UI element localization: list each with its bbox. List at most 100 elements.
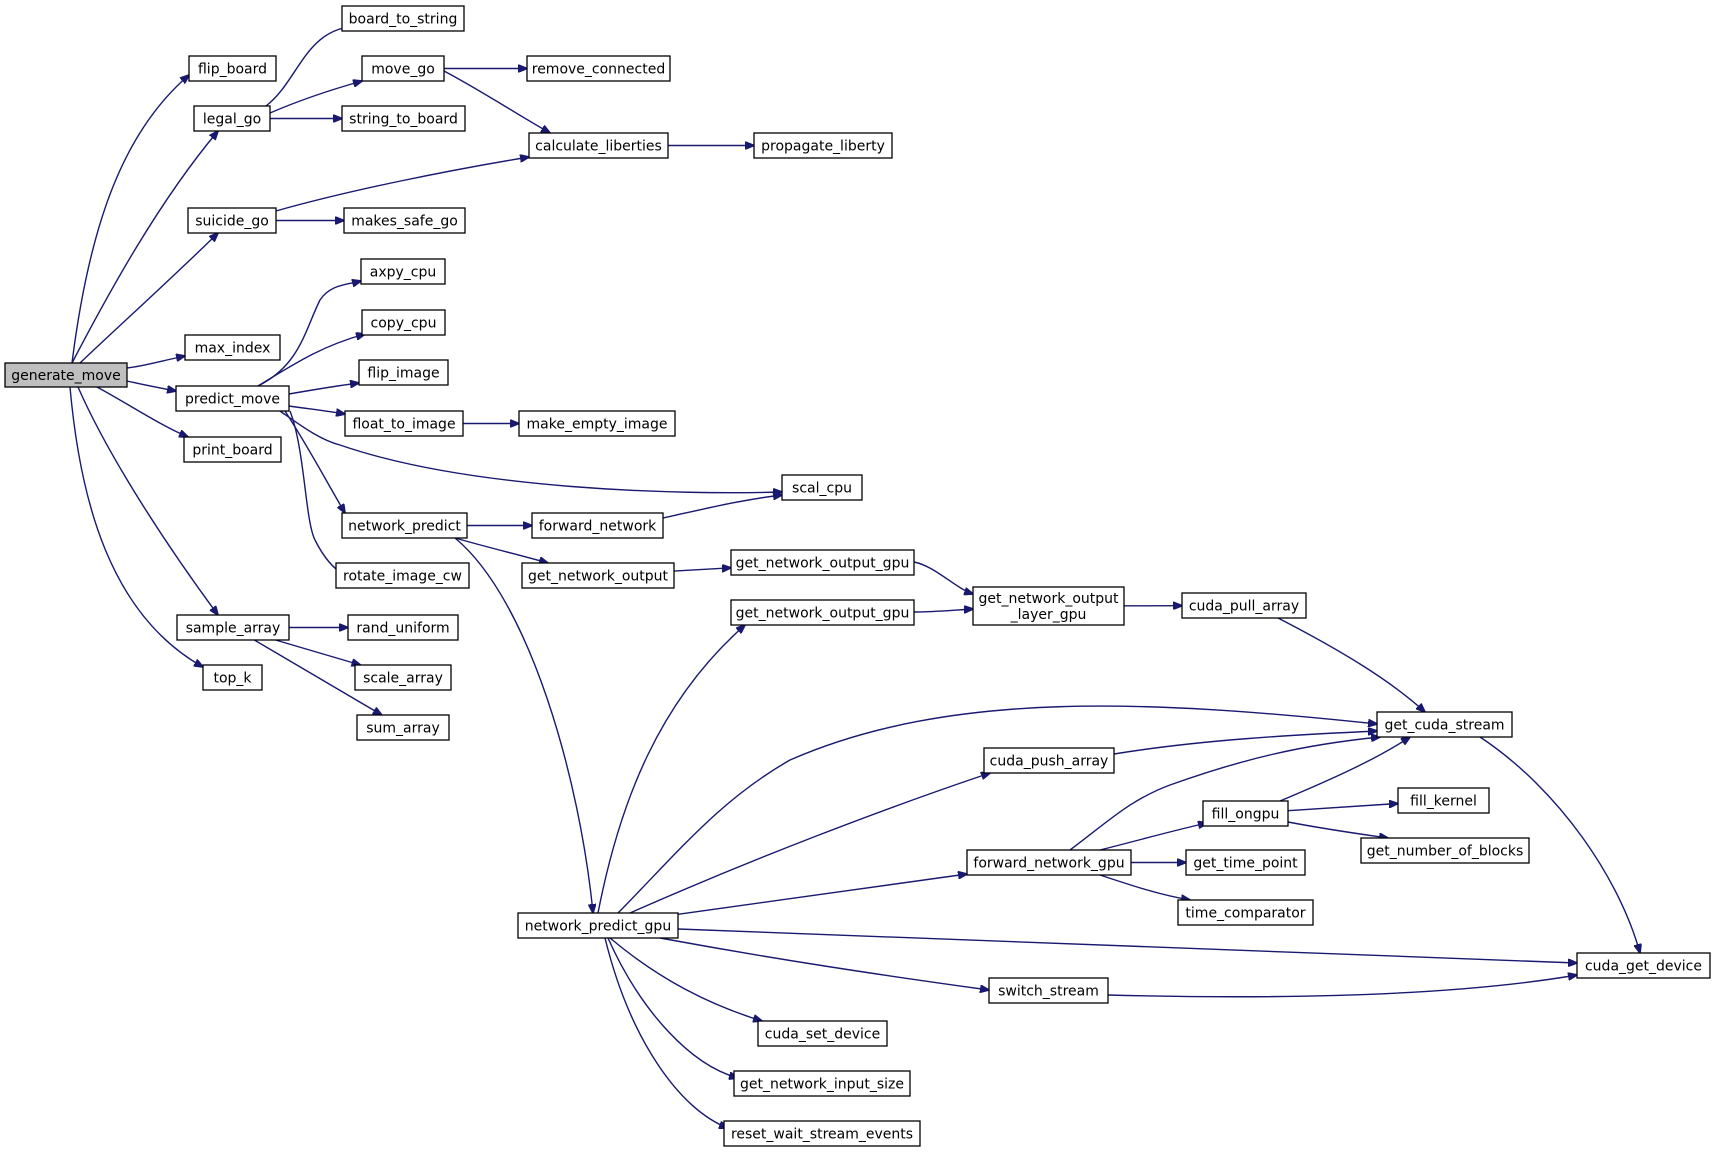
edge-network_predict-to-get_network_output	[454, 537, 548, 563]
node-get-time-point[interactable]: get_time_point	[1185, 849, 1306, 876]
node-label: copy_cpu	[371, 316, 437, 332]
node-box	[518, 410, 676, 437]
node-rotate-image-cw[interactable]: rotate_image_cw	[335, 562, 470, 589]
node-get-network-output-gpu[interactable]: get_network_output_gpu	[730, 549, 915, 576]
node-reset-wait-stream-events[interactable]: reset_wait_stream_events	[723, 1120, 921, 1147]
node-get-number-of-blocks[interactable]: get_number_of_blocks	[1360, 837, 1530, 864]
edge-network_predict_gpu-to-get_cuda_stream	[617, 705, 1377, 914]
node-label: forward_network	[539, 519, 657, 535]
node-forward-network-gpu[interactable]: forward_network_gpu	[966, 849, 1132, 876]
node-box	[972, 586, 1125, 626]
node-scal-cpu[interactable]: scal_cpu	[781, 474, 863, 501]
node-label: reset_wait_stream_events	[731, 1127, 913, 1143]
node-label: remove_connected	[532, 62, 665, 78]
node-top-k[interactable]: top_k	[202, 664, 263, 691]
node-move-go[interactable]: move_go	[361, 55, 445, 82]
node-box	[356, 714, 450, 741]
edge-sample_array-to-scale_array	[275, 639, 361, 665]
node-box	[517, 912, 679, 939]
node-predict-move[interactable]: predict_move	[175, 385, 290, 412]
node-cuda-set-device[interactable]: cuda_set_device	[757, 1020, 888, 1047]
edge-get_network_output_gpu_1-to-get_network_output_layer_gpu	[913, 561, 973, 594]
edge-predict_move-to-scal_cpu	[279, 410, 782, 493]
edge-generate_move-to-print_board	[96, 386, 188, 437]
node-box	[175, 385, 290, 412]
node-box	[730, 599, 915, 626]
edge-fill_ongpu-to-get_cuda_stream	[1279, 737, 1410, 802]
node-print-board[interactable]: print_board	[183, 436, 282, 463]
node-box	[344, 410, 464, 437]
node-float-to-image[interactable]: float_to_image	[344, 410, 464, 437]
node-network-predict[interactable]: network_predict	[341, 512, 468, 539]
node-flip-image[interactable]: flip_image	[358, 359, 449, 386]
node-cuda-push-array[interactable]: cuda_push_array	[983, 747, 1115, 774]
node-box	[966, 849, 1132, 876]
node-flip-board[interactable]: flip_board	[188, 55, 277, 82]
node-get-cuda-stream[interactable]: get_cuda_stream	[1376, 711, 1513, 738]
node-label: sum_array	[366, 721, 440, 737]
node-cuda-get-device[interactable]: cuda_get_device	[1576, 952, 1711, 979]
node-cuda-pull-array[interactable]: cuda_pull_array	[1181, 592, 1307, 619]
node-suicide-go[interactable]: suicide_go	[187, 207, 277, 234]
node-label: get_cuda_stream	[1384, 718, 1504, 734]
node-remove-connected[interactable]: remove_connected	[526, 55, 671, 82]
node-legal-go[interactable]: legal_go	[193, 105, 271, 132]
node-box	[184, 334, 281, 361]
node-label: axpy_cpu	[370, 265, 437, 281]
node-label: max_index	[195, 341, 271, 357]
edge-generate_move-to-suicide_go	[79, 233, 218, 364]
node-label: cuda_pull_array	[1189, 599, 1299, 615]
node-label: _layer_gpu	[1010, 607, 1087, 623]
node-label: network_predict	[348, 519, 461, 535]
edge-network_predict-to-network_predict_gpu	[454, 537, 593, 913]
node-fill-kernel[interactable]: fill_kernel	[1397, 787, 1490, 814]
node-get-network-output[interactable]: get_network_output	[521, 562, 675, 589]
node-calculate-liberties[interactable]: calculate_liberties	[528, 132, 669, 159]
node-max-index[interactable]: max_index	[184, 334, 281, 361]
node-box	[354, 664, 452, 691]
node-label: propagate_liberty	[761, 139, 885, 155]
edge-get_network_output_gpu_2-to-get_network_output_layer_gpu	[913, 609, 973, 612]
node-makes-safe-go[interactable]: makes_safe_go	[343, 207, 466, 234]
node-label: legal_go	[203, 112, 261, 128]
node-get-network-output-gpu[interactable]: get_network_output_gpu	[730, 599, 915, 626]
node-time-comparator[interactable]: time_comparator	[1177, 899, 1314, 926]
node-box	[1397, 787, 1490, 814]
node-string-to-board[interactable]: string_to_board	[341, 105, 466, 132]
edge-forward_network_gpu-to-time_comparator	[1099, 874, 1190, 900]
node-rand-uniform[interactable]: rand_uniform	[347, 614, 459, 641]
node-make-empty-image[interactable]: make_empty_image	[518, 410, 676, 437]
node-label: cuda_get_device	[1585, 959, 1702, 975]
node-get-network-input-size[interactable]: get_network_input_size	[733, 1070, 911, 1097]
edge-legal_go-to-board_to_string	[265, 26, 362, 107]
node-board-to-string[interactable]: board_to_string	[341, 5, 465, 32]
edge-cuda_pull_array-to-get_cuda_stream	[1277, 617, 1425, 712]
node-generate-move[interactable]: generate_move	[4, 362, 128, 388]
node-propagate-liberty[interactable]: propagate_liberty	[753, 132, 893, 159]
node-box	[526, 55, 671, 82]
node-label: switch_stream	[998, 984, 1099, 1000]
node-label: get_time_point	[1193, 856, 1298, 872]
edge-predict_move-to-float_to_image	[288, 405, 345, 414]
node-box	[521, 562, 675, 589]
node-fill-ongpu[interactable]: fill_ongpu	[1202, 800, 1289, 827]
node-label: rotate_image_cw	[343, 569, 462, 585]
edge-predict_move-to-network_predict	[284, 410, 345, 513]
node-scale-array[interactable]: scale_array	[354, 664, 452, 691]
node-switch-stream[interactable]: switch_stream	[988, 977, 1109, 1004]
node-forward-network[interactable]: forward_network	[531, 512, 664, 539]
node-sample-array[interactable]: sample_array	[176, 614, 290, 641]
node-get-network-output-layer-gpu[interactable]: get_network_output_layer_gpu	[972, 586, 1125, 626]
node-label: board_to_string	[349, 12, 458, 28]
node-box	[341, 5, 465, 32]
node-box	[528, 132, 669, 159]
node-sum-array[interactable]: sum_array	[356, 714, 450, 741]
node-label: get_network_output	[978, 591, 1119, 607]
node-box	[983, 747, 1115, 774]
edge-get_network_output-to-get_network_output_gpu	[673, 568, 731, 571]
node-axpy-cpu[interactable]: axpy_cpu	[360, 258, 446, 285]
node-copy-cpu[interactable]: copy_cpu	[361, 309, 446, 336]
node-network-predict-gpu[interactable]: network_predict_gpu	[517, 912, 679, 939]
edge-predict_move-to-flip_image	[288, 383, 359, 395]
edge-suicide_go-to-calculate_liberties	[275, 157, 529, 212]
